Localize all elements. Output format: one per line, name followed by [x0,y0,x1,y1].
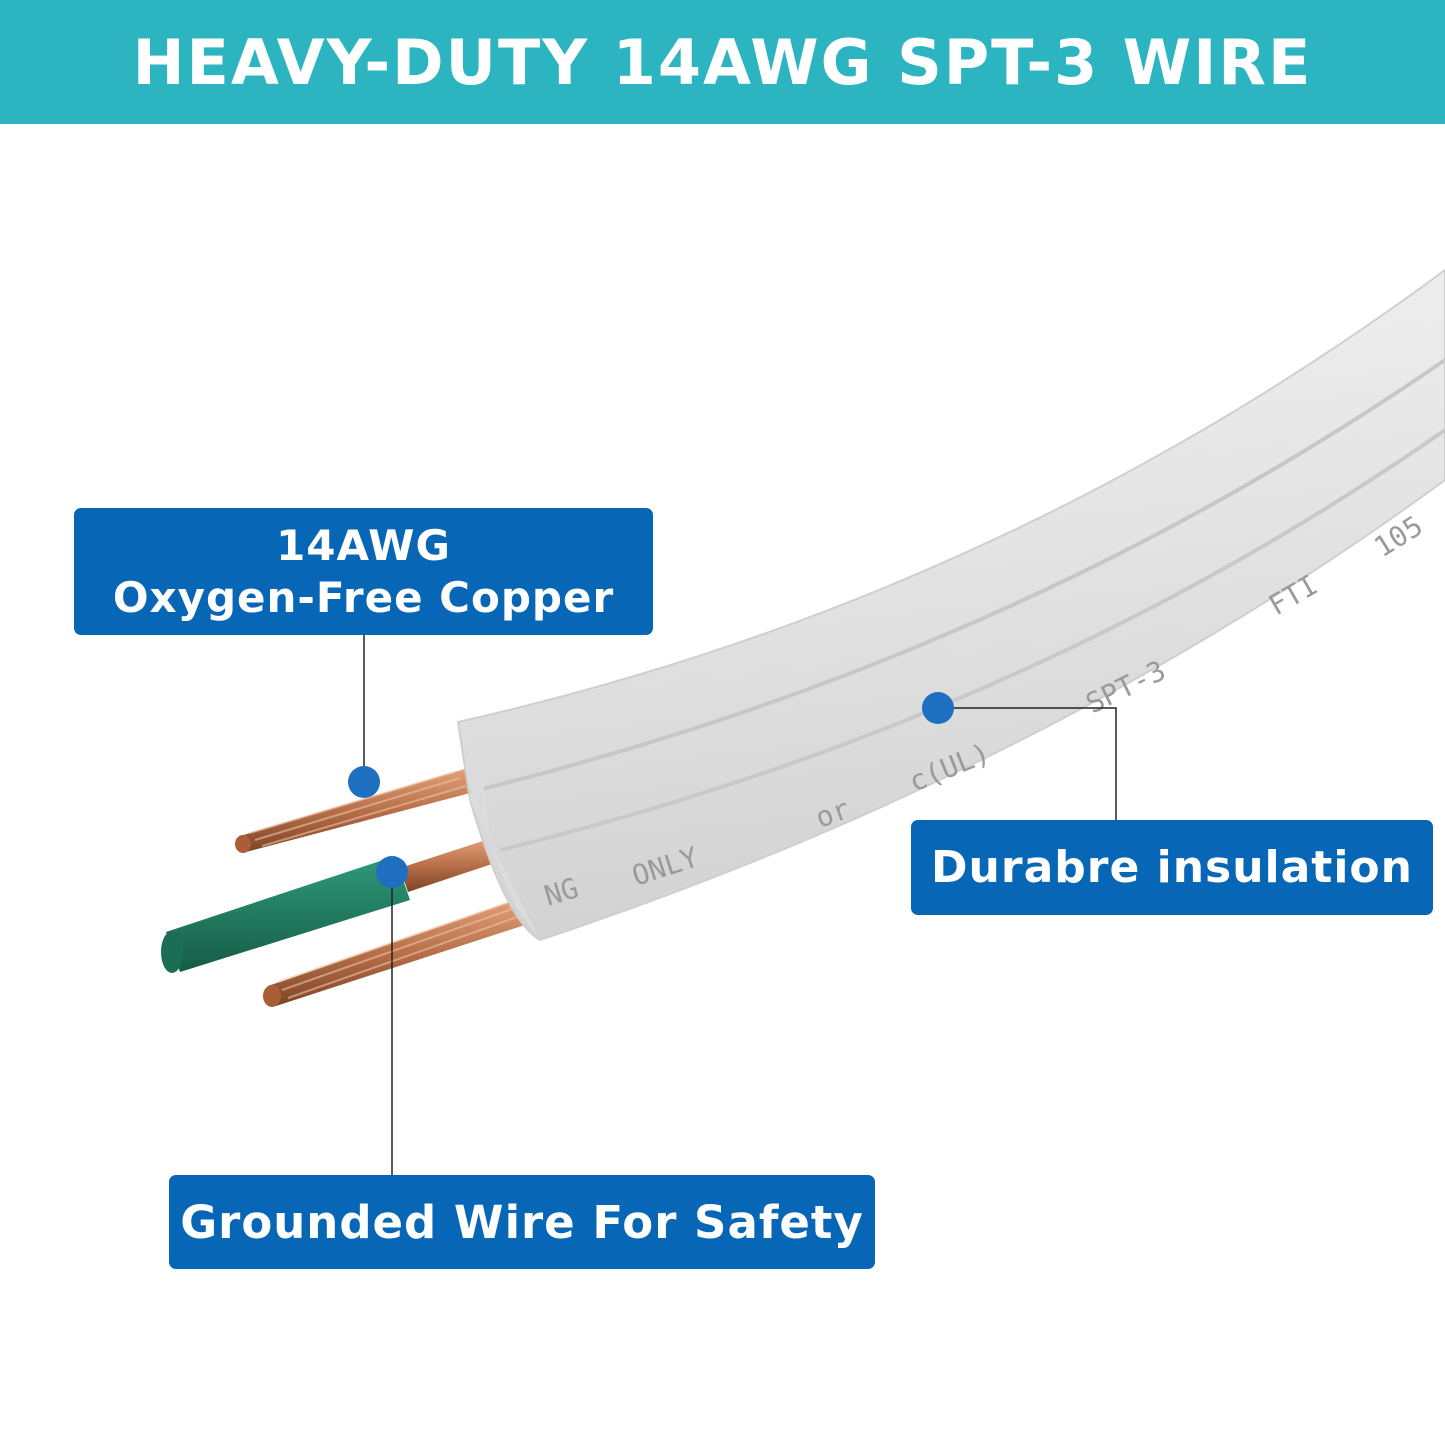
callout-ground-label: Grounded Wire For Safety [180,1195,864,1249]
callout-copper: 14AWG Oxygen-Free Copper [74,508,653,635]
callout-copper-material: Oxygen-Free Copper [112,572,615,622]
callout-copper-gauge: 14AWG [276,520,451,570]
callout-ground: Grounded Wire For Safety [169,1175,875,1269]
callout-insulation-label: Durabre insulation [931,842,1413,893]
marker-dot-copper [348,766,380,798]
copper-conductor-top [235,768,474,853]
cable-jacket [456,268,1445,942]
copper-conductor-bottom [263,898,528,1007]
marker-dot-ground [376,856,408,888]
marker-dot-insulation [922,692,954,724]
leader-line-insulation [938,707,1117,820]
ground-wire [161,838,498,973]
leader-lines [363,635,1117,1175]
callout-insulation: Durabre insulation [911,820,1433,915]
header-banner: HEAVY-DUTY 14AWG SPT-3 WIRE [0,0,1445,124]
page-title: HEAVY-DUTY 14AWG SPT-3 WIRE [132,25,1313,99]
